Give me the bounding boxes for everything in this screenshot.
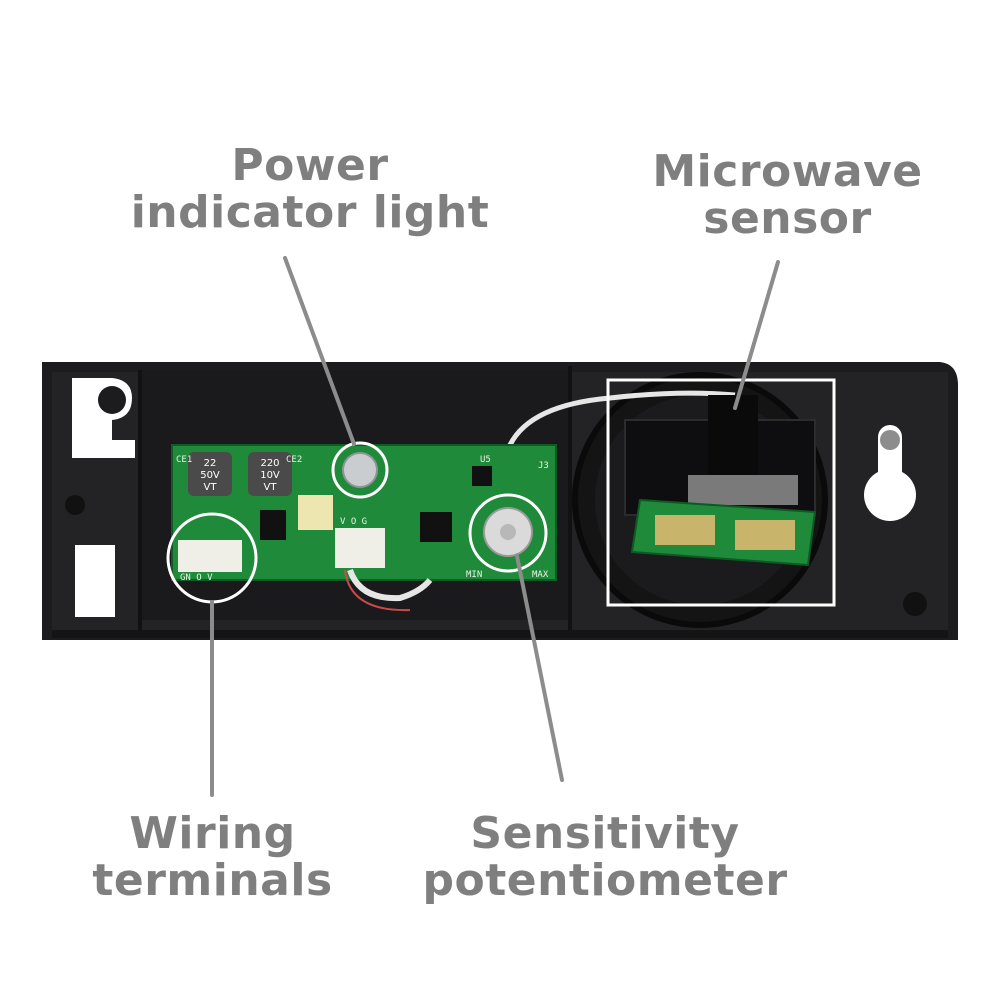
cap2-text: VT (264, 482, 278, 493)
leader-power-light (283, 256, 356, 446)
cap1-text: 50V (200, 470, 220, 481)
label-sensitivity-potentiometer: Sensitivity potentiometer (422, 808, 788, 906)
pcb-text-ce2: CE2 (286, 455, 302, 465)
pcb-text-u5: U5 (480, 455, 491, 465)
pcb-silkscreen: CE1 CE2 J3 U5 MIN MAX V O G GN O V (176, 455, 549, 583)
sensor-wire (507, 390, 736, 447)
capacitor-22uf (188, 452, 232, 496)
screw-boss (903, 592, 927, 616)
cap1-text: 22 (204, 458, 217, 469)
power-led (342, 452, 378, 488)
pcb-board (171, 444, 557, 612)
leader-potentiometer (515, 554, 564, 782)
mounting-slot-left (75, 545, 115, 617)
cap2-text: 220 (260, 458, 279, 469)
pcb-text-max: MAX (532, 570, 549, 580)
optocoupler (298, 495, 333, 530)
callout-rect-microwave-sensor (606, 378, 836, 607)
cap1-text: VT (204, 482, 218, 493)
callout-circle-power-light (331, 441, 389, 499)
screw-boss (65, 495, 85, 515)
keyhole-mount-right (864, 425, 916, 521)
label-microwave-sensor: Microwave sensor (652, 146, 923, 244)
connector-vog (335, 528, 385, 568)
mounting-hook-hole (98, 386, 126, 414)
leader-lines (210, 256, 780, 797)
ic-chip (420, 512, 452, 542)
pcb-text-terminal: GN O V (180, 573, 213, 583)
capacitor-220uf (248, 452, 292, 496)
microwave-sensor-assembly (624, 395, 817, 567)
pcb-text-j3: J3 (538, 461, 549, 471)
pcb-text-min: MIN (466, 570, 482, 580)
callout-circle-potentiometer (468, 493, 548, 573)
leader-microwave-sensor (733, 260, 780, 410)
cap2-text: 10V (260, 470, 280, 481)
ic-chip (260, 510, 286, 540)
wiring-terminal-block (178, 540, 242, 572)
pcb-text-connector: V O G (340, 517, 367, 527)
capacitor-markings: 22 50V VT 220 10V VT (200, 458, 280, 493)
label-wiring-terminals: Wiring terminals (92, 808, 333, 906)
label-power-indicator-light: Power indicator light (130, 140, 490, 238)
ic-chip (472, 466, 492, 486)
pcb-text-ce1: CE1 (176, 455, 192, 465)
